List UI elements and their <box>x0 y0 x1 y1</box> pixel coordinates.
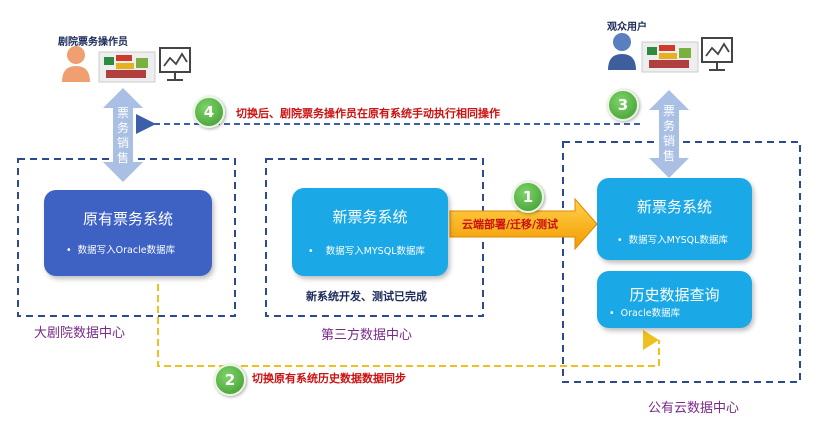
public-cloud-datacenter-boundary <box>562 141 801 383</box>
step-4-text: 切换后、剧院票务操作员在原有系统手动执行相同操作 <box>236 107 500 120</box>
step-2-badge: 2 <box>214 364 246 396</box>
old-ticket-system-box: 原有票务系统 • 数据写入Oracle数据库 <box>44 190 212 276</box>
audience-seat-map-icon <box>641 41 699 73</box>
step-1-text: 云端部署/迁移/测试 <box>462 218 559 231</box>
step-1-badge: 1 <box>512 181 544 213</box>
step-4-badge: 4 <box>193 96 225 128</box>
third-party-new-system-box: 新票务系统 • 数据写入MYSQL数据库 <box>292 188 448 276</box>
ticket-sales-right-label: 票务销售 <box>662 104 675 163</box>
third-party-new-system-bullet: • 数据写入MYSQL数据库 <box>308 246 425 257</box>
audience-user-icon <box>608 33 636 70</box>
theatre-datacenter-label: 大剧院数据中心 <box>34 326 126 341</box>
step-3-badge: 3 <box>607 89 639 121</box>
operator-seat-map-icon <box>98 51 156 83</box>
step-2-text: 切换原有系统历史数据数据同步 <box>252 372 406 385</box>
cloud-new-system-bullet: • 数据写入MYSQL数据库 <box>617 235 728 246</box>
audience-monitor-icon <box>701 37 733 71</box>
ticket-sales-arrow-right <box>649 90 689 178</box>
history-query-title: 历史数据查询 <box>629 286 720 304</box>
third-party-datacenter-boundary <box>265 158 484 317</box>
public-cloud-datacenter-label: 公有云数据中心 <box>648 401 740 416</box>
operator-user-icon <box>62 46 90 82</box>
operator-monitor-icon <box>159 47 191 81</box>
third-party-new-system-title: 新票务系统 <box>332 208 408 226</box>
ticket-sales-arrow-left <box>103 88 143 182</box>
step-1-arrow <box>449 197 598 251</box>
operator-label: 剧院票务操作员 <box>58 37 128 48</box>
third-party-datacenter-label: 第三方数据中心 <box>321 328 413 343</box>
old-ticket-system-title: 原有票务系统 <box>82 210 173 228</box>
audience-label: 观众用户 <box>607 22 647 33</box>
cloud-new-system-box: 新票务系统 • 数据写入MYSQL数据库 <box>597 178 752 260</box>
third-party-status-note: 新系统开发、测试已完成 <box>306 290 427 303</box>
history-query-bullet: • Oracle数据库 <box>609 308 681 319</box>
history-query-box: 历史数据查询 • Oracle数据库 <box>597 271 752 328</box>
step-2-sync-line <box>157 284 660 367</box>
cloud-new-system-title: 新票务系统 <box>636 198 712 216</box>
old-ticket-system-bullet: • 数据写入Oracle数据库 <box>66 245 176 256</box>
ticket-sales-left-label: 票务销售 <box>116 106 129 165</box>
